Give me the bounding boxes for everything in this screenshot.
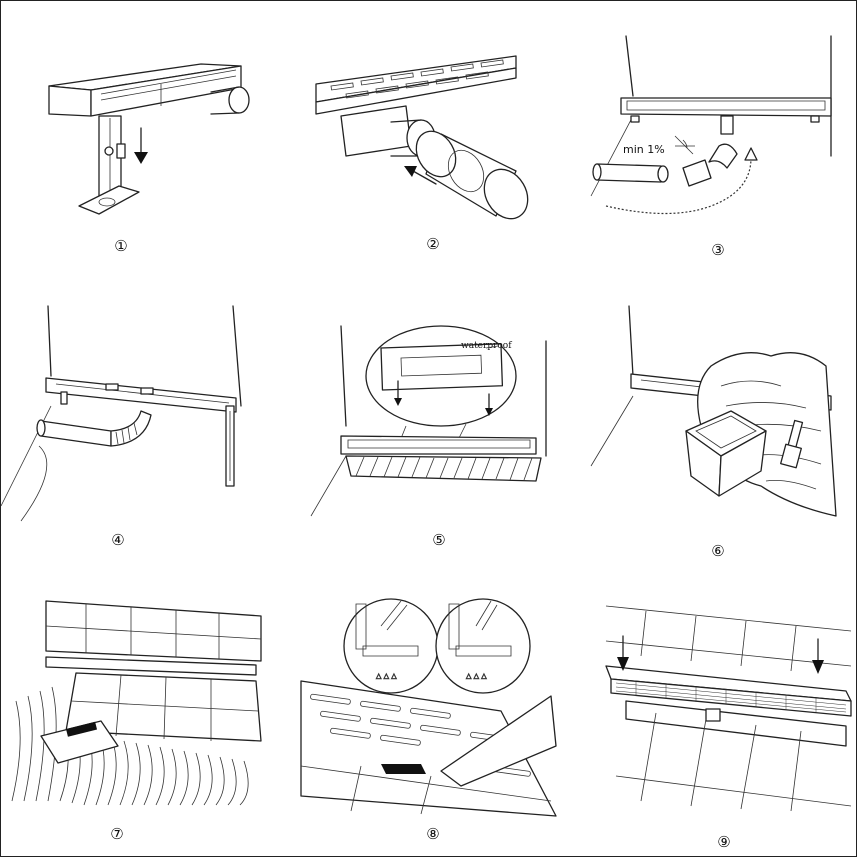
grate-slots <box>331 60 503 98</box>
floor-tiles-9 <box>616 713 851 811</box>
step-8-panel: △ △ △ △ △ △ <box>301 596 556 842</box>
slope-label: min 1% <box>623 143 665 156</box>
step-6-panel: ⑥ <box>591 306 851 559</box>
step-2-illustration <box>316 56 556 226</box>
step-5-number: ⑤ <box>432 531 446 549</box>
grate-mesh <box>616 681 846 713</box>
wall-tiles-9 <box>606 606 851 671</box>
step-5-panel: waterproof ⑤ <box>306 326 556 548</box>
step-5-illustration: waterproof <box>306 326 556 526</box>
wall-tile-grid <box>46 604 261 659</box>
step-4-panel: ④ <box>1 306 261 548</box>
step-1-number: ① <box>114 237 128 255</box>
svg-text:△ △ △: △ △ △ <box>376 672 397 680</box>
step-7-illustration <box>6 591 266 811</box>
step-1-illustration <box>41 56 271 226</box>
waterproof-label: waterproof <box>461 341 512 351</box>
step-2-panel: ② <box>316 56 556 252</box>
step-9-panel: ⑨ <box>596 601 856 850</box>
step-6-number: ⑥ <box>711 542 725 560</box>
step-2-number: ② <box>426 235 440 253</box>
step-7-panel: ⑦ <box>6 591 266 842</box>
step-3-panel: min 1% ③ <box>591 36 841 258</box>
step-9-illustration <box>596 601 856 811</box>
step-9-number: ⑨ <box>717 833 731 851</box>
step-4-number: ④ <box>111 531 125 549</box>
step-4-illustration <box>1 306 261 526</box>
membrane-hatch <box>356 457 532 480</box>
step-7-number: ⑦ <box>110 825 124 843</box>
step-3-number: ③ <box>711 241 725 259</box>
svg-text:△ △ △: △ △ △ <box>466 672 487 680</box>
step-8-number: ⑧ <box>426 825 440 843</box>
step-3-illustration: min 1% <box>591 36 841 236</box>
step-1-panel: ① <box>41 56 271 254</box>
step-6-illustration <box>591 306 851 526</box>
adhesive-ridges <box>12 687 248 805</box>
step-8-illustration: △ △ △ △ △ △ <box>301 596 556 816</box>
